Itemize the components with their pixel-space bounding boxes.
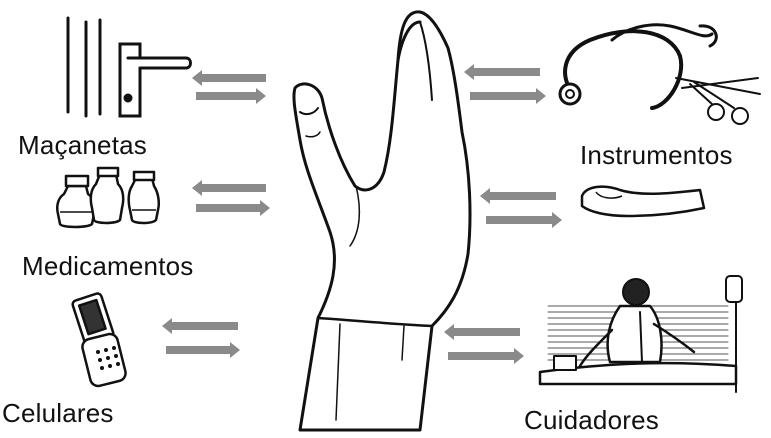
- hand-icon: [294, 12, 470, 430]
- arrow-pair-medicamentos: [192, 180, 270, 216]
- caregiver-icon: [540, 276, 742, 392]
- arrow-pair-celulares: [162, 318, 240, 358]
- door-handle-icon: [68, 18, 191, 116]
- arrow-pair-patient: [480, 188, 562, 228]
- arrow-pair-cuidadores: [444, 324, 524, 364]
- arrow-pair-instrumentos: [464, 64, 546, 104]
- arrow-pair-macanetas: [192, 70, 266, 104]
- label-macanetas: Maçanetas: [18, 130, 147, 161]
- patient-hand-icon: [582, 187, 704, 216]
- stethoscope-scissors-icon: [560, 25, 760, 124]
- label-instrumentos: Instrumentos: [580, 140, 733, 171]
- label-cuidadores: Cuidadores: [524, 405, 659, 436]
- cell-phone-icon: [72, 292, 128, 387]
- label-celulares: Celulares: [2, 398, 114, 429]
- label-medicamentos: Medicamentos: [22, 251, 193, 282]
- medicine-bottles-icon: [57, 168, 159, 227]
